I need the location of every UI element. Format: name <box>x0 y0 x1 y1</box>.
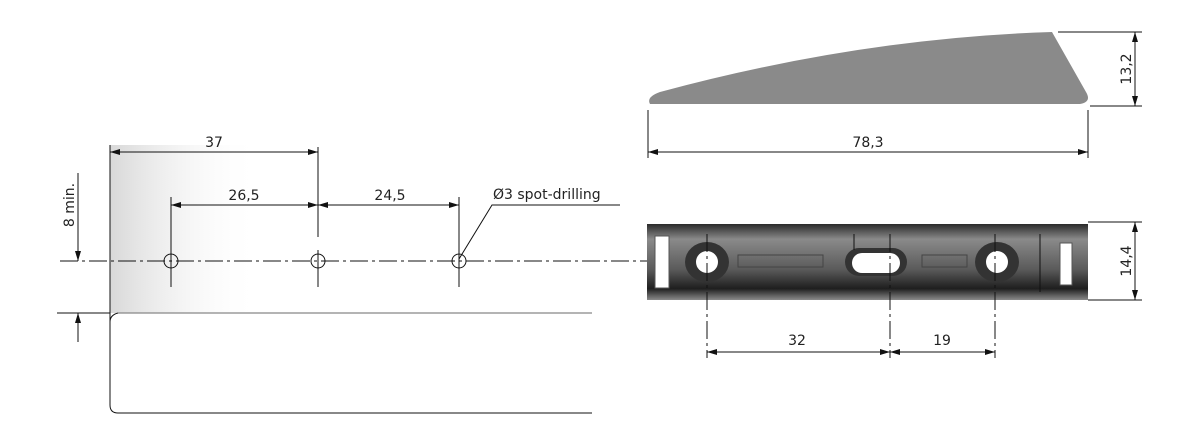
bracket-view: 32 19 14,4 <box>647 221 1142 358</box>
side-profile-view: 13,2 78,3 <box>647 31 1142 158</box>
dim-37-label: 37 <box>205 135 223 151</box>
spot-drilling-leader <box>458 204 620 260</box>
dim-14-4-label: 14,4 <box>1119 245 1135 276</box>
bracket-groove-2 <box>921 254 968 268</box>
dim-78-3-label: 78,3 <box>852 135 883 151</box>
dim-24-5-label: 24,5 <box>374 188 405 204</box>
dim-32-label: 32 <box>788 333 806 349</box>
panel-corner <box>109 312 119 323</box>
bracket-slot-hole <box>852 253 900 273</box>
dim-8-min-label: 8 min. <box>62 183 78 227</box>
bracket-groove-1 <box>737 254 824 268</box>
panel-view: 37 26,5 24,5 Ø3 spot-drilling 8 min. <box>57 135 1050 414</box>
bracket-end-slot-right <box>1059 242 1073 286</box>
panel-edge <box>109 145 592 414</box>
dim-13-2-label: 13,2 <box>1119 53 1135 84</box>
dim-26-5-label: 26,5 <box>228 188 259 204</box>
bracket-end-slot-left <box>654 235 670 289</box>
bracket-hole-2 <box>986 251 1008 273</box>
side-profile-shape <box>649 32 1088 104</box>
dim-19-label: 19 <box>933 333 951 349</box>
bracket-hole-1 <box>696 251 718 273</box>
spot-drilling-label: Ø3 spot-drilling <box>493 187 601 203</box>
panel-shading <box>110 145 260 313</box>
